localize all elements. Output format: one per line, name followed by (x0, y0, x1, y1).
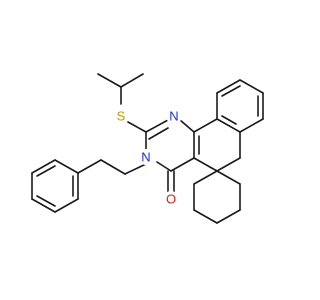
bond (216, 79, 241, 94)
bond (193, 209, 218, 224)
bond (239, 79, 264, 94)
phenethyl-chain (77, 159, 147, 175)
bond (36, 195, 56, 207)
atom-nitrogen-top: N (166, 108, 182, 124)
structure-canvas: S N N O (31, 73, 264, 224)
cyclohexane-ring (193, 170, 241, 224)
bond (216, 209, 241, 224)
atom-nitrogen-ring: N (138, 149, 154, 165)
bond (179, 119, 195, 133)
bond (31, 198, 56, 213)
bond (216, 170, 241, 185)
bond (221, 85, 241, 97)
bond (54, 198, 79, 213)
bond (193, 170, 218, 185)
skeletal-formula: S N N O (31, 73, 264, 224)
bond (127, 121, 147, 133)
benzo-ring (216, 79, 264, 133)
bond (156, 161, 172, 172)
bond (239, 118, 264, 133)
bond (145, 119, 169, 133)
bond (193, 157, 218, 172)
bond (97, 73, 122, 88)
sulfur-label: S (117, 109, 126, 124)
phenyl-ring (31, 159, 79, 213)
bond (124, 163, 147, 175)
pyrimidinone-ring (145, 119, 200, 172)
atom-sulfur: S (113, 108, 129, 124)
bond (148, 127, 169, 140)
nitrogen-label: N (169, 109, 178, 124)
bond (100, 159, 126, 175)
atom-oxygen: O (163, 191, 179, 207)
bond (54, 159, 79, 174)
central-ring (193, 118, 241, 172)
bond (170, 157, 195, 172)
bond (216, 118, 241, 133)
bond (120, 73, 144, 88)
isopropyl-group (97, 73, 144, 105)
bond (221, 115, 237, 125)
bond (77, 159, 102, 174)
oxygen-label: O (166, 192, 176, 207)
bond (193, 118, 218, 133)
bond (216, 157, 241, 172)
bond (31, 159, 56, 174)
bond (36, 165, 56, 177)
nitrogen-label: N (141, 150, 150, 165)
